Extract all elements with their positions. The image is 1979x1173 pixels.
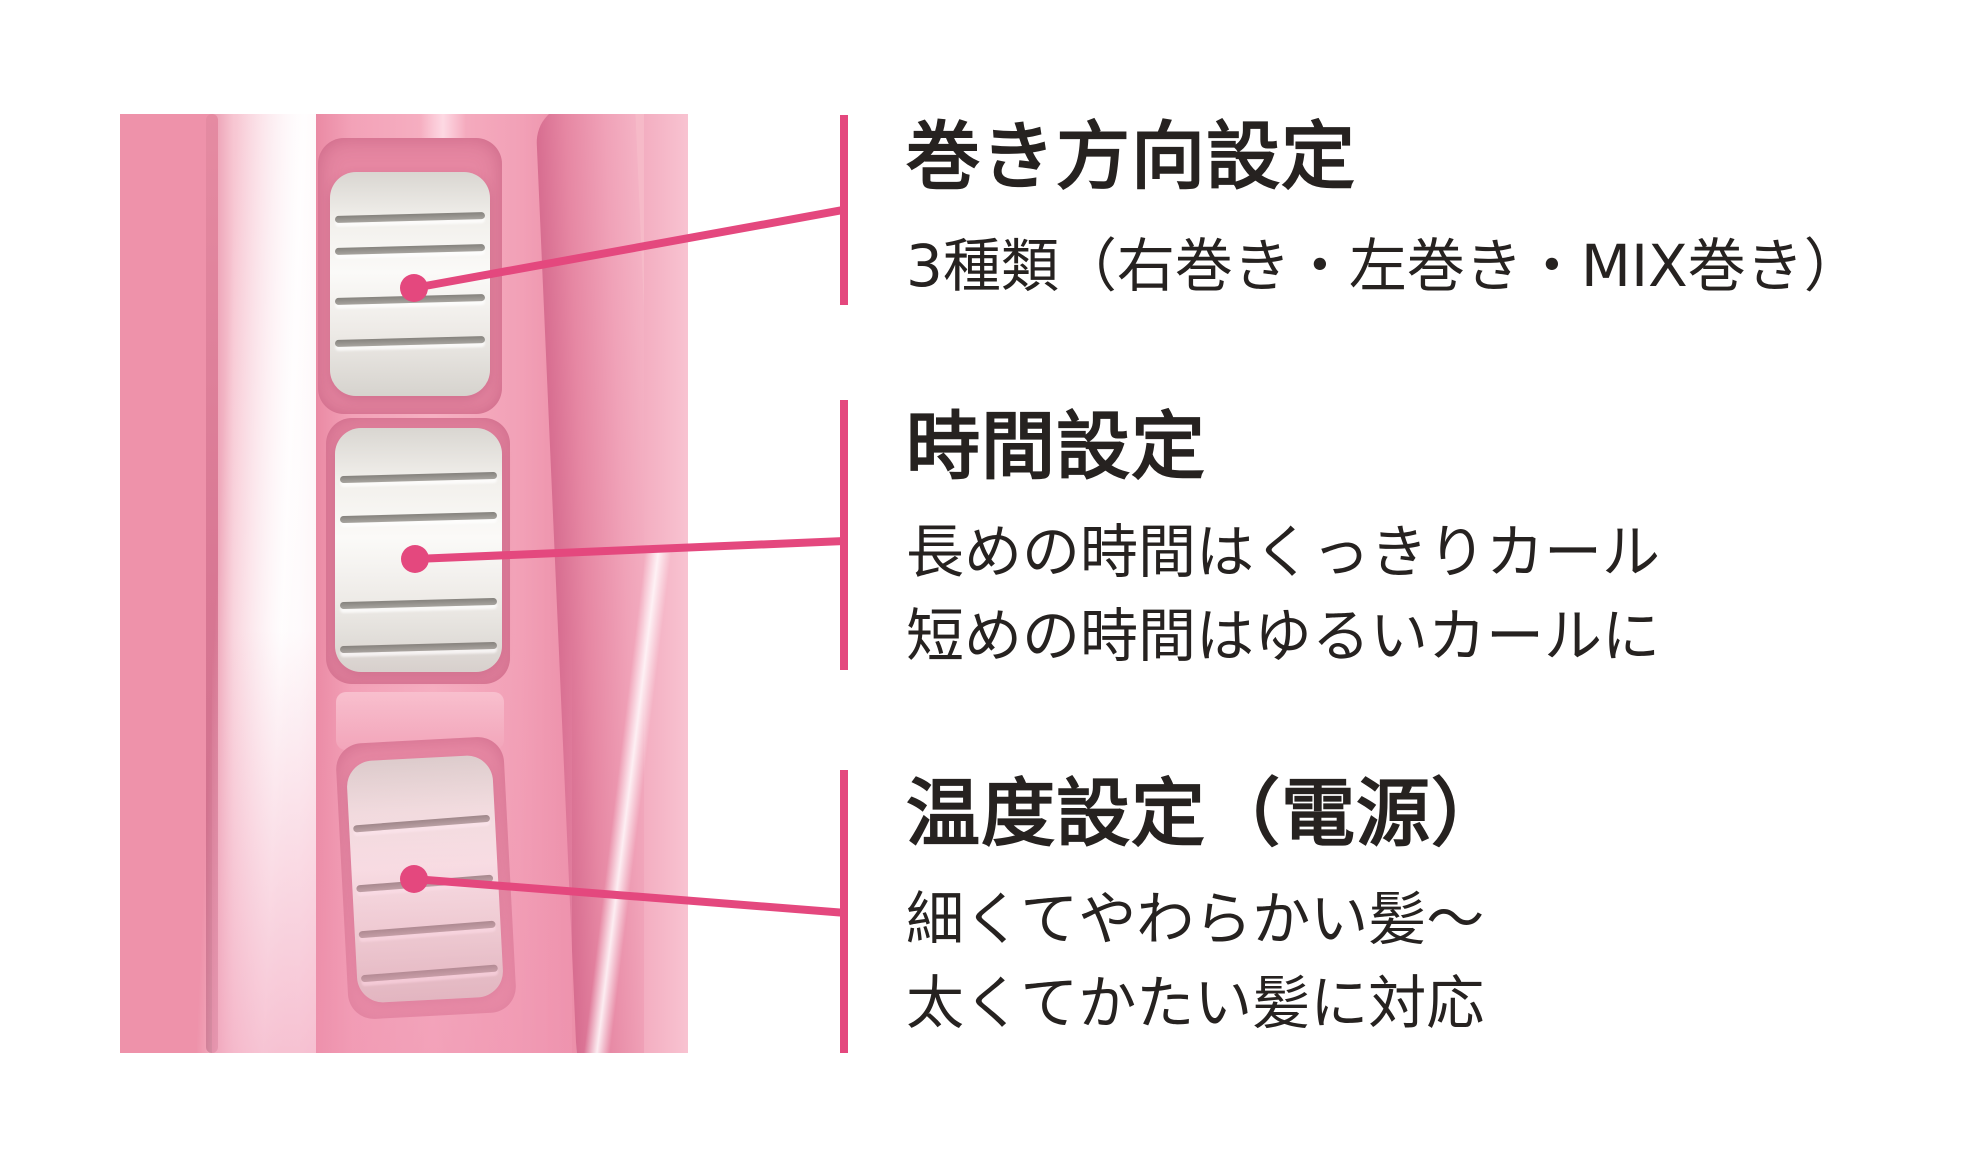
callout-dot-temperature <box>400 865 428 893</box>
photo-background <box>120 114 212 1053</box>
callout-dot-time <box>401 545 429 573</box>
section-description: 細くてやわらかい髪〜 太くてかたい髪に対応 <box>906 877 1506 1045</box>
section-description-line: 細くてやわらかい髪〜 <box>906 884 1485 953</box>
callout-section-time: 時間設定 長めの時間はくっきりカール 短めの時間はゆるいカールに <box>906 404 1660 678</box>
callout-bar-temperature <box>840 770 848 1053</box>
section-description-line: 3種類（右巻き・左巻き・MIX巻き） <box>906 231 1862 300</box>
section-heading: 温度設定（電源） <box>906 771 1506 857</box>
body-bottom-shading <box>212 114 572 1053</box>
callout-dot-curl-direction <box>400 274 428 302</box>
section-description-line: 短めの時間はゆるいカールに <box>906 602 1661 670</box>
section-heading: 巻き方向設定 <box>906 114 1356 200</box>
section-description-line: 長めの時間はくっきりカール <box>906 517 1661 586</box>
section-description: 長めの時間はくっきりカール 短めの時間はゆるいカールに <box>906 510 1660 678</box>
callout-section-temperature: 温度設定（電源） 細くてやわらかい髪〜 太くてかたい髪に対応 <box>906 771 1506 1045</box>
callout-section-curl-direction: 巻き方向設定 3種類（右巻き・左巻き・MIX巻き） <box>906 114 1862 308</box>
section-heading: 時間設定 <box>906 404 1206 490</box>
callout-bar-curl-direction <box>840 115 848 305</box>
section-description-line: 太くてかたい髪に対応 <box>906 969 1485 1037</box>
callout-bar-time <box>840 400 848 670</box>
